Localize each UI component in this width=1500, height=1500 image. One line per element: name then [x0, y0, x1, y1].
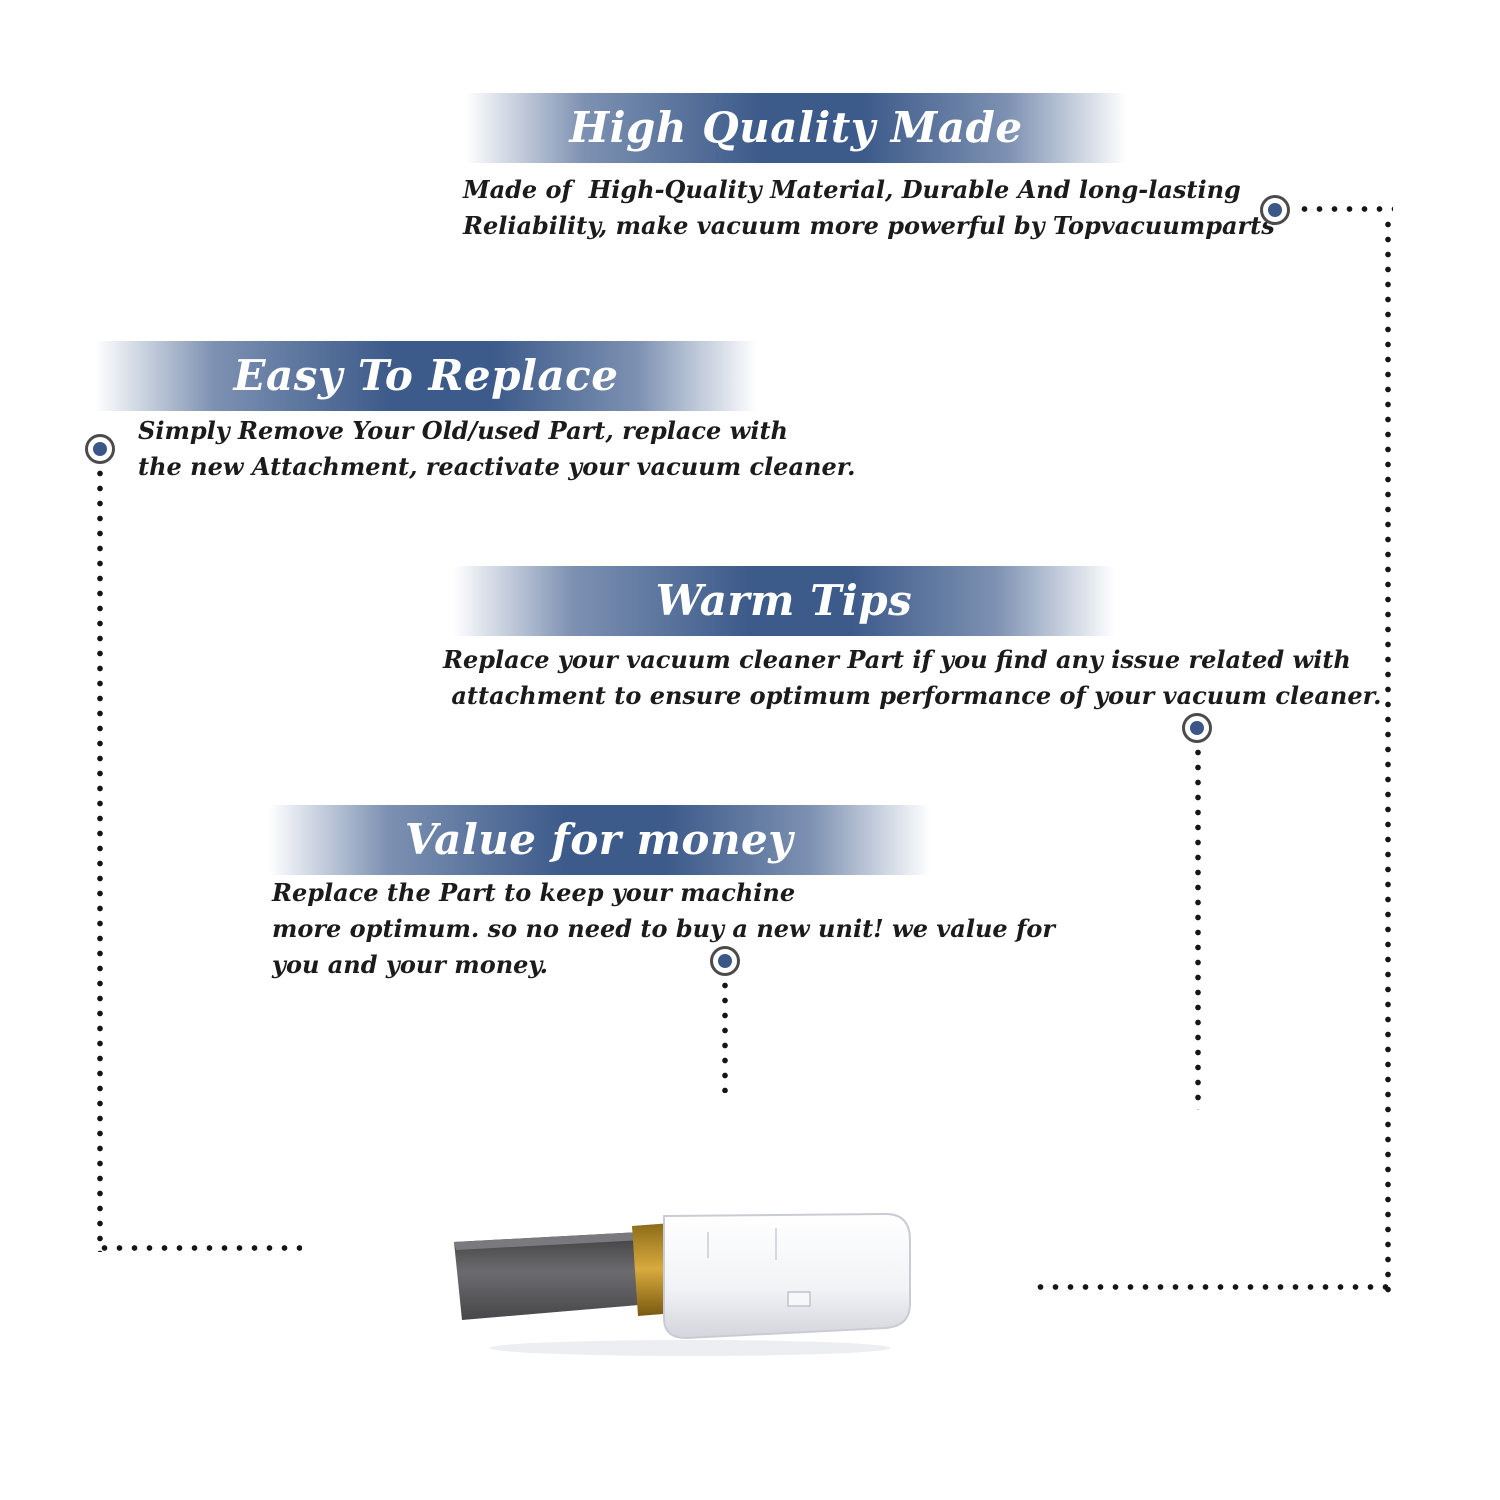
carbon-brush-icon: [454, 1212, 911, 1356]
desc-value-money-line2: more optimum. so no need to buy a new un…: [272, 914, 1055, 943]
banner-value-money: Value for money: [268, 805, 930, 875]
carbon-brush-image: [450, 1200, 920, 1360]
desc-high-quality: Made of High-Quality Material, Durable A…: [463, 172, 1275, 244]
title-high-quality: High Quality Made: [569, 103, 1023, 152]
desc-easy-replace-line2: the new Attachment, reactivate your vacu…: [138, 452, 856, 481]
connector-replace-left: [97, 466, 103, 1252]
desc-warm-tips-line1: Replace your vacuum cleaner Part if you …: [443, 645, 1351, 674]
circle-dot-icon: [85, 434, 115, 464]
banner-easy-replace: Easy To Replace: [95, 341, 757, 411]
desc-easy-replace: Simply Remove Your Old/used Part, replac…: [138, 413, 856, 485]
desc-warm-tips-line2: attachment to ensure optimum performance…: [443, 681, 1382, 710]
desc-high-quality-line2: Reliability, make vacuum more powerful b…: [463, 211, 1275, 240]
connector-quality-right: [1385, 217, 1391, 1293]
connector-quality-top: [1297, 206, 1393, 212]
connector-replace-bottom: [97, 1245, 302, 1251]
title-easy-replace: Easy To Replace: [233, 351, 619, 400]
desc-value-money-line1: Replace the Part to keep your machine: [272, 878, 796, 907]
desc-value-money: Replace the Part to keep your machine mo…: [272, 875, 1055, 983]
connector-value: [722, 978, 728, 1093]
desc-high-quality-line1: Made of High-Quality Material, Durable A…: [463, 175, 1241, 204]
desc-easy-replace-line1: Simply Remove Your Old/used Part, replac…: [138, 416, 788, 445]
title-warm-tips: Warm Tips: [655, 576, 913, 625]
banner-warm-tips: Warm Tips: [453, 566, 1115, 636]
title-value-money: Value for money: [404, 815, 794, 864]
connector-tips: [1195, 745, 1201, 1110]
connector-quality-bottom: [1033, 1284, 1393, 1290]
circle-dot-icon: [1182, 713, 1212, 743]
banner-high-quality: High Quality Made: [465, 93, 1127, 163]
circle-dot-icon: [710, 946, 740, 976]
circle-dot-icon: [1260, 195, 1290, 225]
desc-warm-tips: Replace your vacuum cleaner Part if you …: [443, 642, 1381, 714]
desc-value-money-line3: you and your money.: [272, 950, 548, 979]
